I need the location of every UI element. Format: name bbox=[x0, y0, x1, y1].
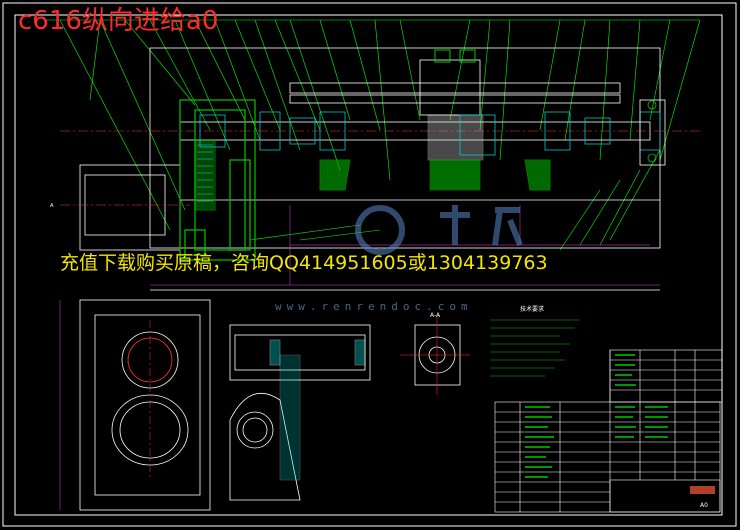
parts-list bbox=[494, 349, 723, 513]
flange-view bbox=[400, 315, 470, 395]
center-carriage bbox=[419, 49, 496, 191]
section-label: A-A bbox=[430, 312, 441, 319]
lower-clamps bbox=[319, 159, 551, 191]
right-end-housing bbox=[639, 99, 666, 166]
parts-list-entries bbox=[525, 354, 668, 478]
watermark-url: www.renrendoc.com bbox=[275, 300, 473, 313]
left-gearbox bbox=[179, 99, 256, 261]
main-shaft bbox=[60, 121, 700, 206]
tech-requirements-title: 技术要求 bbox=[520, 305, 544, 313]
sheet-inner-border bbox=[14, 14, 723, 516]
callout-leaders bbox=[45, 19, 701, 251]
watermark-logo bbox=[355, 205, 523, 255]
overlay-promo-text: 充值下载购买原稿，咨询QQ414951605或1304139763 bbox=[60, 252, 548, 274]
gear-teeth bbox=[197, 144, 213, 202]
view-label: A bbox=[50, 203, 54, 209]
tech-requirements-block: 技术要求 bbox=[490, 305, 580, 377]
overlay-title: c616纵向进给a0 bbox=[18, 6, 219, 36]
section-view-left bbox=[59, 299, 211, 511]
title-block-stamp bbox=[690, 486, 715, 494]
sheet-size-label: A0 bbox=[700, 502, 708, 509]
bracket-view bbox=[229, 324, 371, 501]
